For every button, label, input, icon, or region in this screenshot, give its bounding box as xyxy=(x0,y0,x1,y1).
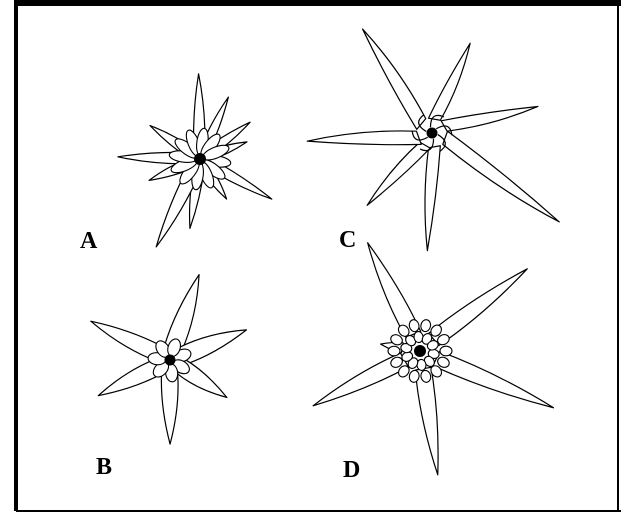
ray-c xyxy=(367,142,430,205)
ray-c xyxy=(443,131,560,222)
specimen-a xyxy=(118,74,272,247)
ray-c xyxy=(425,146,440,251)
figure-frame xyxy=(14,3,621,511)
petal-d-outer xyxy=(388,346,400,356)
ray-c xyxy=(441,106,538,131)
flower-center-dot xyxy=(427,128,438,139)
flower-center-dot xyxy=(165,355,176,366)
panel-label-a: A xyxy=(80,229,97,253)
petal-d-outer xyxy=(420,319,432,333)
panel-label-b: B xyxy=(96,455,112,479)
specimen-c xyxy=(307,29,559,251)
ray-b xyxy=(164,275,199,351)
ray-d xyxy=(433,351,554,407)
flower-center-dot xyxy=(414,345,426,357)
ray-d xyxy=(429,269,528,346)
panel-label-c: C xyxy=(339,228,356,252)
specimen-d xyxy=(313,243,553,475)
ray-b xyxy=(179,330,247,365)
ray-c xyxy=(363,29,426,129)
panel-label-d: D xyxy=(343,458,360,482)
specimen-b xyxy=(91,275,247,444)
petal-d-outer xyxy=(440,346,452,356)
ray-b xyxy=(161,372,178,444)
ray-c xyxy=(429,43,471,120)
ray-d xyxy=(415,367,438,474)
ray-c xyxy=(307,131,421,145)
flower-center-dot xyxy=(194,153,206,165)
